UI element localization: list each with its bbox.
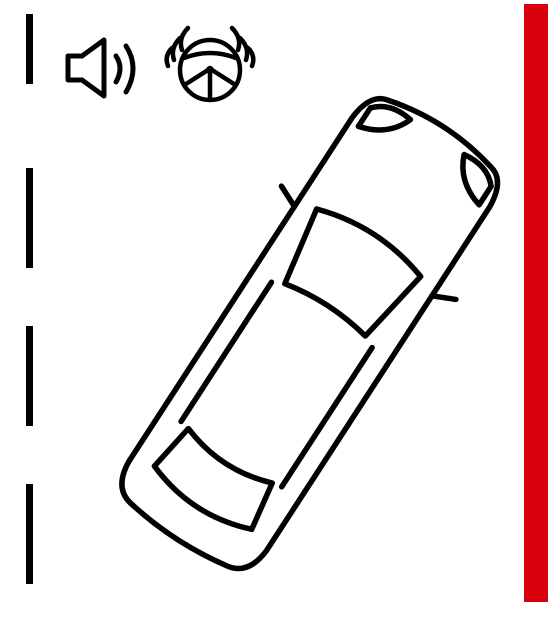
right-door-line [282, 348, 372, 487]
windshield [273, 201, 426, 344]
car-body-outline [108, 82, 513, 583]
left-door-line [181, 282, 271, 421]
rear-window [148, 424, 279, 538]
right-headlight [446, 154, 499, 205]
